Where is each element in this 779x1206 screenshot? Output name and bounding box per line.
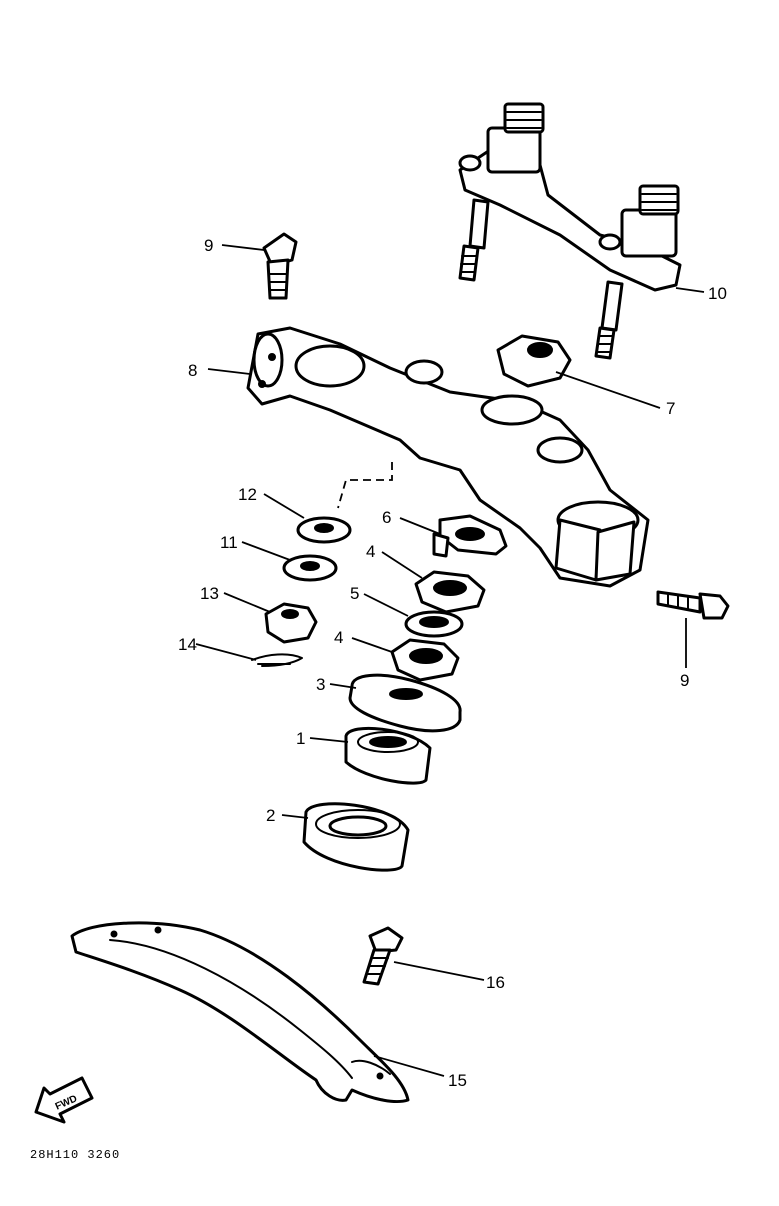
callout-7: 7 — [666, 399, 675, 418]
callout-16: 16 — [486, 973, 505, 992]
callout-4-upper: 4 — [366, 542, 375, 561]
forward-direction-arrow: FWD — [34, 1076, 94, 1124]
callout-2: 2 — [266, 806, 275, 825]
callout-13: 13 — [200, 584, 219, 603]
nut-13-part — [264, 602, 318, 644]
washer-12-part — [296, 516, 352, 544]
lower-bearing-part — [302, 802, 410, 872]
callout-9-right: 9 — [680, 671, 689, 690]
bolt-right-part — [656, 590, 730, 620]
callout-8: 8 — [188, 361, 197, 380]
callout-4-lower: 4 — [334, 628, 343, 647]
steering-stem-nut-part — [496, 334, 572, 388]
callout-14: 14 — [178, 635, 197, 654]
callout-9-upper: 9 — [204, 236, 213, 255]
ring-nut-upper-part — [414, 570, 486, 614]
assembly-axis-line — [337, 462, 393, 509]
bolt-16-part — [362, 926, 404, 986]
washer-5-part — [404, 610, 464, 638]
cover-guard-part — [70, 921, 410, 1104]
callout-1: 1 — [296, 729, 305, 748]
cotter-pin-part — [251, 653, 303, 667]
washer-11-part — [282, 554, 338, 582]
bolt-upper-part — [262, 232, 298, 300]
lock-washer-part — [432, 514, 508, 558]
callout-10: 10 — [708, 284, 727, 303]
callout-6: 6 — [382, 508, 391, 527]
callout-12: 12 — [238, 485, 257, 504]
callout-11: 11 — [220, 533, 238, 552]
callout-labels: 9 10 8 7 12 6 11 4 13 5 14 4 3 1 2 9 16 … — [178, 236, 727, 1090]
ring-nut-lower-part — [390, 638, 460, 682]
callout-3: 3 — [316, 675, 325, 694]
handlebar-holder-part — [458, 102, 682, 360]
leader-lines — [195, 244, 705, 1077]
callout-5: 5 — [350, 584, 359, 603]
figure-code: 28H110 3260 — [30, 1148, 120, 1162]
upper-bracket-part — [246, 326, 650, 588]
bearing-cover-part — [348, 673, 462, 733]
callout-15: 15 — [448, 1071, 467, 1090]
upper-bearing-part — [344, 726, 432, 785]
